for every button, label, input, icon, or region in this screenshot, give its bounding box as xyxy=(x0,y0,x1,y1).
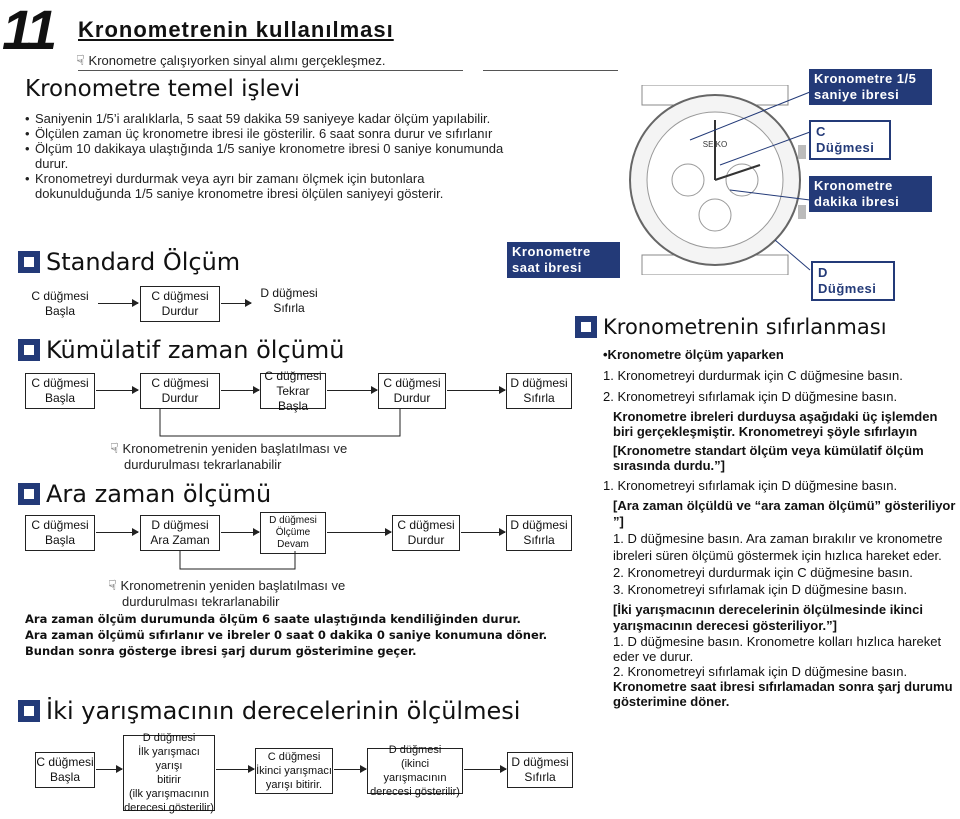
divider xyxy=(78,70,463,71)
arrow xyxy=(327,386,378,394)
arrow xyxy=(96,386,139,394)
square-bullet-icon xyxy=(18,339,40,361)
callout-lines xyxy=(689,91,811,271)
arrow xyxy=(464,765,507,773)
basic-title: Kronometre temel işlevi xyxy=(25,76,301,102)
arrow xyxy=(96,528,139,536)
square-bullet-icon xyxy=(18,483,40,505)
page-number: 11 xyxy=(2,0,57,61)
page-title: Kronometrenin kullanılması xyxy=(78,17,394,42)
arrow xyxy=(447,386,506,394)
reset-title: Kronometrenin sıfırlanması xyxy=(575,315,887,339)
header-note: ☟Kronometre çalışıyorken sinyal alımı ge… xyxy=(76,52,386,68)
loop-line xyxy=(159,408,401,437)
label-hour-hand: Kronometre saat ibresi xyxy=(507,242,620,278)
arrow xyxy=(98,299,139,307)
arrow xyxy=(327,528,392,536)
arrow xyxy=(221,528,260,536)
square-bullet-icon xyxy=(18,700,40,722)
cumulative-title: Kümülatif zaman ölçümü xyxy=(18,336,344,364)
split-notes: Ara zaman ölçüm durumunda ölçüm 6 saate … xyxy=(25,612,548,658)
arrow xyxy=(221,299,252,307)
label-fifth-second-hand: Kronometre 1/5 saniye ibresi xyxy=(809,69,932,105)
arrow xyxy=(96,765,123,773)
hand-pointer-icon: ☟ xyxy=(76,52,85,68)
arrow xyxy=(334,765,367,773)
two-title: İki yarışmacının derecelerinin ölçülmesi xyxy=(18,697,520,725)
list-item: Kronometreyi durdurmak veya ayrı bir zam… xyxy=(25,171,515,201)
basic-list: Saniyenin 1/5’i aralıklarla, 5 saat 59 d… xyxy=(25,111,515,201)
arrow xyxy=(216,765,255,773)
split-title: Ara zaman ölçümü xyxy=(18,480,271,508)
label-minute-hand: Kronometre dakika ibresi xyxy=(809,176,932,212)
list-item: Ölçüm 10 dakikaya ulaştığında 1/5 saniye… xyxy=(25,141,515,171)
watch-brand: SEIKO xyxy=(703,140,727,149)
square-bullet-icon xyxy=(575,316,597,338)
watch-illustration: SEIKO xyxy=(629,85,806,275)
standard-title: Standard Ölçüm xyxy=(18,248,240,276)
square-bullet-icon xyxy=(18,251,40,273)
list-item: Saniyenin 1/5’i aralıklarla, 5 saat 59 d… xyxy=(25,111,515,126)
loop-line xyxy=(179,551,296,570)
hand-pointer-icon: ☟ xyxy=(108,577,117,593)
arrow xyxy=(461,528,506,536)
reset-instructions: •Kronometre ölçüm yaparken 1. Kronometre… xyxy=(603,347,956,709)
arrow xyxy=(221,386,260,394)
hand-pointer-icon: ☟ xyxy=(110,440,119,456)
divider xyxy=(483,70,618,71)
list-item: Ölçülen zaman üç kronometre ibresi ile g… xyxy=(25,126,515,141)
label-c-button: C Düğmesi xyxy=(809,120,891,160)
label-d-button: D Düğmesi xyxy=(811,261,895,301)
